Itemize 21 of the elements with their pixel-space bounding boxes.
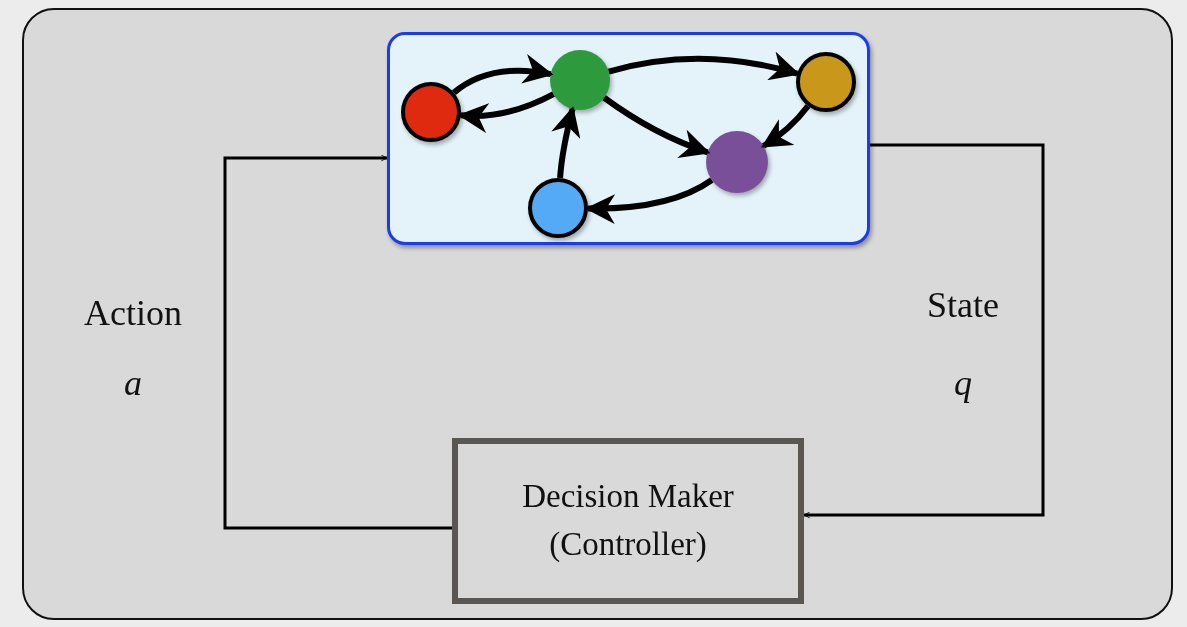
variable-label: a xyxy=(124,362,142,404)
arrow xyxy=(452,54,554,95)
state-circle xyxy=(550,50,610,110)
state-circle xyxy=(528,178,588,238)
signal-label: State xyxy=(927,284,999,326)
arrow xyxy=(803,143,1045,519)
process-box xyxy=(452,438,804,604)
environment-box xyxy=(387,32,870,245)
arrow xyxy=(602,95,711,158)
arrow xyxy=(608,52,801,81)
arrow xyxy=(223,154,452,530)
arrow xyxy=(457,91,555,133)
state-circle xyxy=(401,82,461,142)
variable-label: q xyxy=(954,362,972,404)
arrow xyxy=(585,177,714,224)
arrow xyxy=(761,104,811,149)
signal-label: Action xyxy=(84,292,182,334)
state-circle xyxy=(796,52,856,112)
arrow xyxy=(551,106,581,179)
state-circle xyxy=(706,131,768,193)
box-label: Decision Maker (Controller) xyxy=(521,477,735,564)
